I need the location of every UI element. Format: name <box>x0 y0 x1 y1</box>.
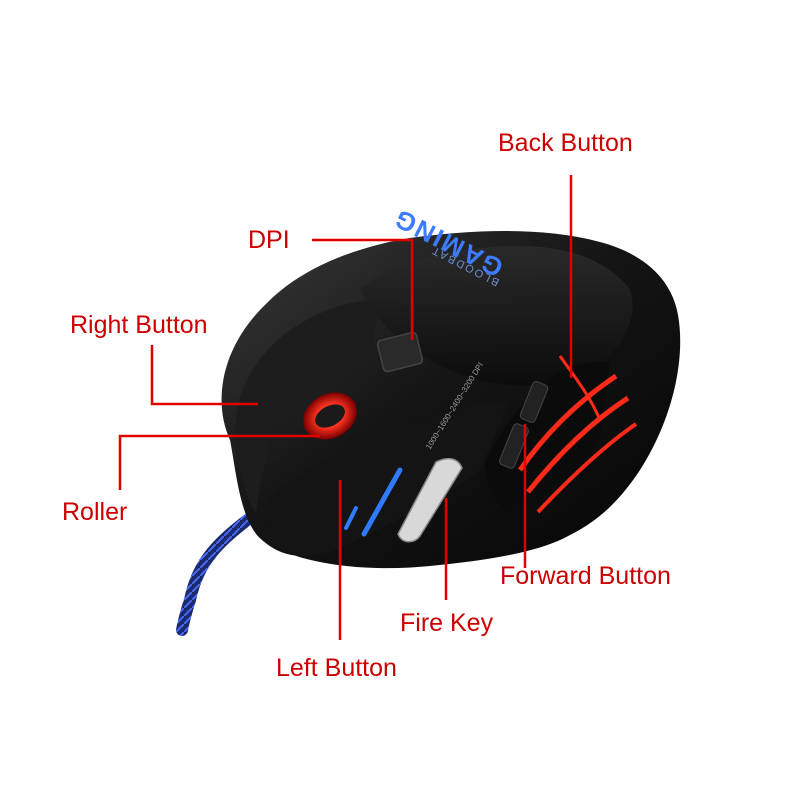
forward-button-label: Forward Button <box>500 562 671 590</box>
blue-led-stripe <box>361 467 403 537</box>
left-button-shell <box>262 400 510 556</box>
blue-led-stripe <box>344 506 358 530</box>
back-button-label: Back Button <box>498 129 633 157</box>
back-button <box>519 381 549 423</box>
roller-label: Roller <box>62 498 128 526</box>
red-led-stripe <box>517 373 618 472</box>
leader-line-roller <box>118 434 320 490</box>
fire-key <box>397 457 463 543</box>
red-led-stripe <box>558 355 602 421</box>
forward-button <box>499 423 529 469</box>
dpi-label: DPI <box>248 226 290 254</box>
dpi-button <box>376 331 424 373</box>
leader-line-right <box>150 345 258 406</box>
left-button-label: Left Button <box>276 654 397 682</box>
palm-rest <box>360 246 633 386</box>
leader-line-dpi <box>312 238 414 340</box>
cable <box>176 506 264 636</box>
red-led-stripe <box>526 395 630 494</box>
right-button-shell <box>235 300 380 512</box>
fire-key-label: Fire Key <box>400 609 494 637</box>
right-button-label: Right Button <box>70 311 208 339</box>
red-led-stripe <box>536 422 638 514</box>
scroll-wheel-hub <box>315 404 345 428</box>
